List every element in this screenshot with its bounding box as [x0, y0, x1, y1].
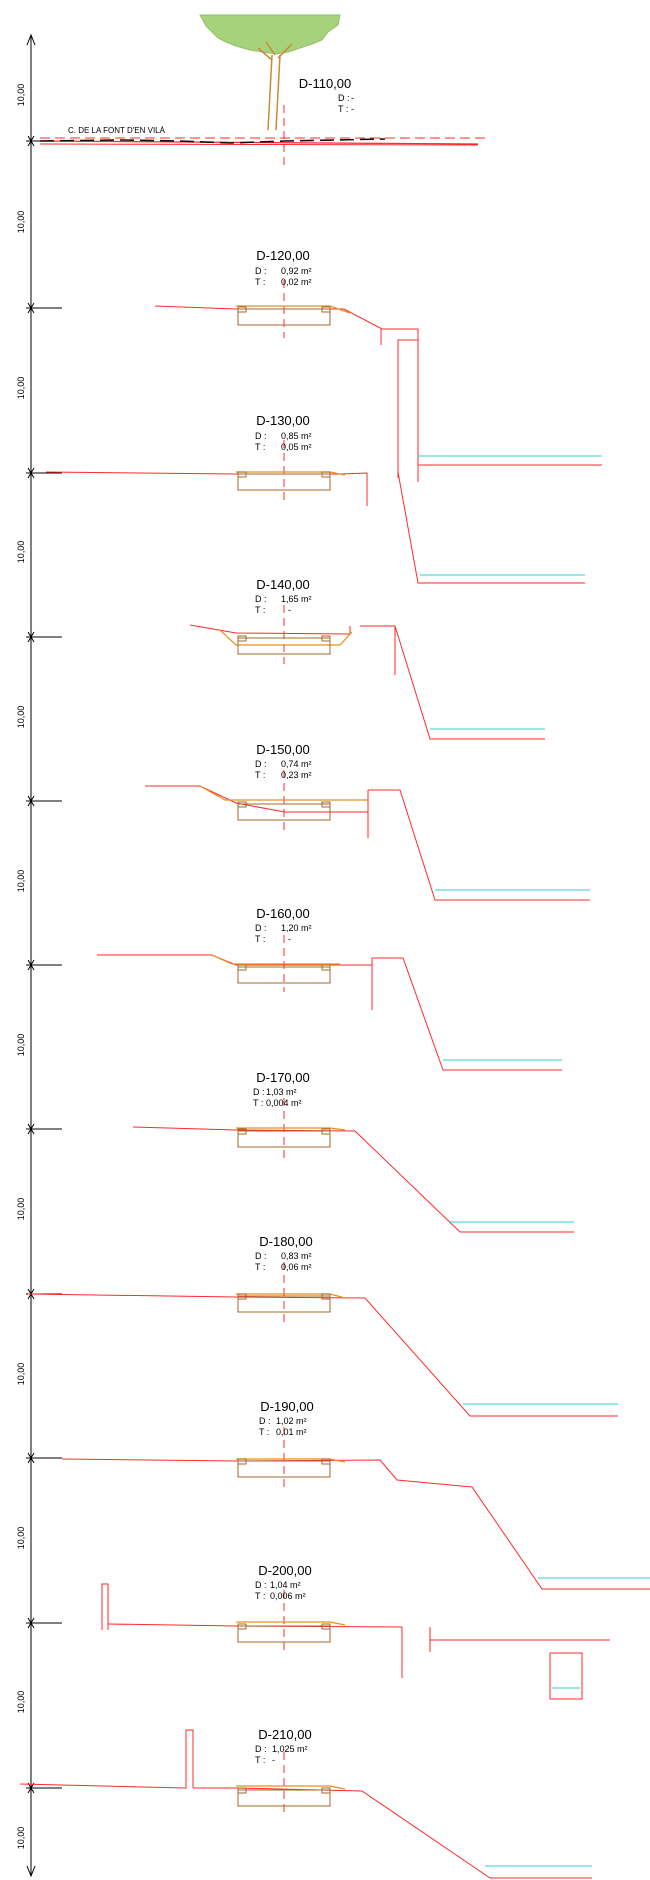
t-label: T : [259, 1427, 269, 1437]
d-label: D : [255, 1744, 267, 1754]
d-value: 1,65 m² [281, 594, 312, 604]
dimension-ticks [26, 135, 62, 1794]
t-label: T : [255, 277, 265, 287]
d-label: D : [255, 759, 267, 769]
d-label: D : [255, 431, 267, 441]
t-value: 0,004 m² [266, 1098, 302, 1108]
d-label: D : [259, 1416, 271, 1426]
dimension-label: 10,00 [16, 1827, 26, 1850]
t-label: T : [255, 1591, 265, 1601]
t-label: T : [255, 605, 265, 615]
section-130-header: D-130,00 D : 0,85 m² T : 0,05 m² [255, 413, 312, 452]
d-value: 0,83 m² [281, 1251, 312, 1261]
section-150-profile [145, 785, 590, 901]
d-value: 1,20 m² [281, 923, 312, 933]
section-200-profile [101, 1583, 610, 1700]
section-title: D-120,00 [256, 248, 309, 263]
d-value: 1,03 m² [266, 1087, 297, 1097]
section-150-header: D-150,00 D : 0,74 m² T : 0,23 m² [255, 742, 312, 780]
dimension-label: 10,00 [16, 1034, 26, 1057]
dimension-label: 10,00 [16, 1691, 26, 1714]
section-170-profile [132, 1126, 574, 1233]
t-value: 0,23 m² [281, 770, 312, 780]
section-120-header: D-120,00 D : 0,92 m² T : 0,02 m² [255, 248, 312, 287]
t-label: T : [255, 442, 265, 452]
d-label: D : [255, 923, 267, 933]
section-title: D-130,00 [256, 413, 309, 428]
vertical-dimension-line [26, 33, 36, 1878]
t-label: T : [255, 1755, 265, 1765]
dimension-label: 10,00 [16, 541, 26, 564]
t-label: T : [255, 1262, 265, 1272]
t-value: 0,02 m² [281, 277, 312, 287]
dimension-label: 10,00 [16, 377, 26, 400]
dimension-label: 10,00 [16, 211, 26, 234]
dimension-labels: 10,00 10,00 10,00 10,00 10,00 10,00 10,0… [16, 84, 26, 1850]
d-label: D : [255, 1251, 267, 1261]
dimension-label: 10,00 [16, 706, 26, 729]
section-title: D-160,00 [256, 906, 309, 921]
section-140-header: D-140,00 D : 1,65 m² T : - [255, 577, 312, 615]
dimension-label: 10,00 [16, 870, 26, 893]
section-190-profile [61, 1458, 650, 1590]
section-120-profile [154, 305, 419, 482]
section-210-profile [19, 1729, 592, 1879]
dimension-label: 10,00 [16, 1198, 26, 1221]
section-180-profile [27, 1293, 618, 1417]
section-200-header: D-200,00 D : 1,04 m² T : 0,006 m² [255, 1563, 312, 1601]
section-title: D-190,00 [260, 1399, 313, 1414]
section-title: D-210,00 [258, 1727, 311, 1742]
d-value: 0,92 m² [281, 266, 312, 276]
d-label: D : [255, 266, 267, 276]
d-label: D : [255, 594, 267, 604]
section-title: D-170,00 [256, 1070, 309, 1085]
d-value: 1,025 m² [272, 1744, 308, 1754]
road-c-font-den-vila: C. DE LA FONT D'EN VILÀ [39, 126, 485, 146]
d-value: 1,02 m² [276, 1416, 307, 1426]
dimension-label: 10,00 [16, 1527, 26, 1550]
t-value: 0,01 m² [276, 1427, 307, 1437]
t-value: - [288, 934, 291, 944]
section-180-header: D-180,00 D : 0,83 m² T : 0,06 m² [255, 1234, 313, 1272]
dimension-label: 10,00 [16, 84, 26, 107]
road-label: C. DE LA FONT D'EN VILÀ [68, 126, 166, 135]
section-title: D-180,00 [259, 1234, 312, 1249]
section-190-header: D-190,00 D : 1,02 m² T : 0,01 m² [259, 1399, 314, 1437]
d-value: 0,85 m² [281, 431, 312, 441]
t-value: - [351, 104, 354, 114]
d-value: 1,04 m² [270, 1580, 301, 1590]
section-210-header: D-210,00 D : 1,025 m² T : - [255, 1727, 312, 1765]
section-140-profile [189, 624, 545, 740]
t-label: T : [255, 770, 265, 780]
d-value: - [351, 93, 354, 103]
t-value: - [288, 605, 291, 615]
t-value: - [272, 1755, 275, 1765]
section-130-profile [45, 455, 602, 584]
section-160-header: D-160,00 D : 1,20 m² T : - [255, 906, 312, 944]
d-label: D : [255, 1580, 267, 1590]
t-value: 0,05 m² [281, 442, 312, 452]
t-value: 0,006 m² [270, 1591, 306, 1601]
t-label: T : [338, 104, 348, 114]
dimension-label: 10,00 [16, 1363, 26, 1386]
d-label: D : [338, 93, 350, 103]
section-170-header: D-170,00 D : 1,03 m² T : 0,004 m² [253, 1070, 310, 1108]
d-value: 0,74 m² [281, 759, 312, 769]
section-title: D-150,00 [256, 742, 309, 757]
section-title: D-110,00 [299, 76, 352, 91]
d-label: D : [253, 1087, 265, 1097]
t-label: T : [255, 934, 265, 944]
section-110-header: D-110,00 D : - T : - [299, 76, 354, 114]
tree-icon [199, 14, 341, 131]
t-label: T : [253, 1098, 263, 1108]
section-160-profile [97, 954, 562, 1071]
t-value: 0,06 m² [281, 1262, 312, 1272]
section-title: D-200,00 [258, 1563, 311, 1578]
section-title: D-140,00 [256, 577, 309, 592]
